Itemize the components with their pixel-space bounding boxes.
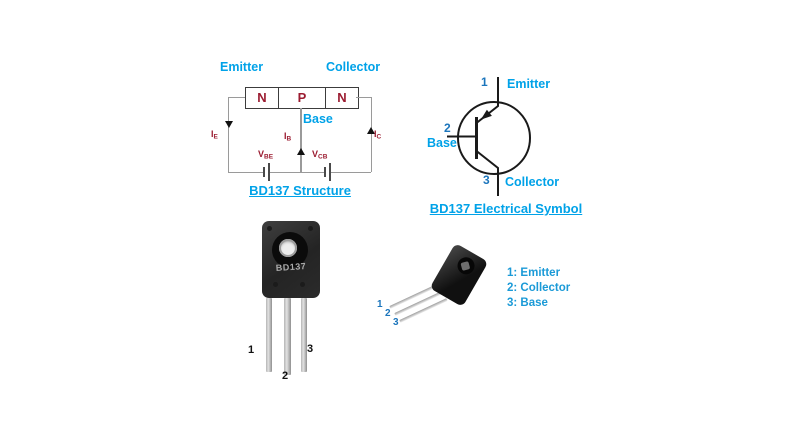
emitter-current-label: IE xyxy=(211,129,218,141)
render-pin1-label: 1 xyxy=(377,299,383,310)
symbol-pin2-name: Base xyxy=(427,136,457,150)
voltage-symbol: V xyxy=(312,149,319,159)
structure-base-label: Base xyxy=(303,112,333,126)
current-subscript: C xyxy=(376,133,382,141)
symbol-pin2-number: 2 xyxy=(444,121,451,135)
render-package-body xyxy=(429,242,489,308)
symbol-title: BD137 Electrical Symbol xyxy=(429,201,583,216)
symbol-pin3-name: Collector xyxy=(505,175,560,189)
mold-dot-icon xyxy=(267,226,272,231)
vbe-battery-icon xyxy=(268,163,270,181)
vbe-label: VBE xyxy=(258,149,273,161)
current-subscript: E xyxy=(213,133,218,141)
voltage-symbol: V xyxy=(258,149,265,159)
p-region-base: P xyxy=(277,87,327,109)
photo-leg-1 xyxy=(266,298,272,372)
bottom-wire-segment xyxy=(268,171,324,173)
structure-emitter-label: Emitter xyxy=(220,60,264,74)
current-symbol: I xyxy=(211,129,214,139)
current-subscript: B xyxy=(286,135,292,143)
transistor-symbol-icon xyxy=(447,77,531,196)
collector-wire-horizontal xyxy=(356,96,371,98)
photo-leg-3 xyxy=(301,298,307,372)
collector-current-arrow-icon xyxy=(367,127,375,134)
emitter-wire-horizontal xyxy=(228,96,245,98)
symbol-pin1-number: 1 xyxy=(481,75,488,89)
bottom-wire-segment xyxy=(228,171,263,173)
mold-dot-icon xyxy=(308,226,313,231)
n-region-collector: N xyxy=(325,87,359,109)
render-pin3-label: 3 xyxy=(393,317,399,328)
photo-pin1-label: 1 xyxy=(248,344,255,356)
collector-wire-vertical xyxy=(370,97,372,172)
mold-dot-icon xyxy=(300,282,305,287)
n-region-emitter: N xyxy=(245,87,279,109)
electrical-symbol-diagram: 1 Emitter 2 Base 3 Collector BD137 Elect… xyxy=(425,70,590,220)
symbol-pin1-name: Emitter xyxy=(507,77,551,91)
bottom-wire-segment xyxy=(329,171,371,173)
render-pin2-label: 2 xyxy=(385,308,391,319)
package-photo: BD137 1 2 3 xyxy=(245,218,330,390)
vcb-label: VCB xyxy=(312,149,327,161)
current-symbol: I xyxy=(284,131,287,141)
structure-diagram: Emitter Collector N P N Base IE IB IC VB… xyxy=(200,55,405,207)
base-current-arrow-icon xyxy=(296,148,305,155)
voltage-subscript: CB xyxy=(318,153,328,161)
base-wire-vertical xyxy=(300,108,302,172)
legend-item-3: 3: Base xyxy=(507,297,548,309)
mounting-hole xyxy=(279,239,297,257)
package-render: 1 2 3 xyxy=(370,242,495,340)
emitter-wire-vertical xyxy=(227,97,229,172)
vbe-battery-icon xyxy=(263,167,265,177)
mold-dot-icon xyxy=(273,282,278,287)
npn-region-row: N P N xyxy=(245,87,359,109)
vcb-battery-icon xyxy=(324,167,326,177)
photo-pin3-label: 3 xyxy=(307,343,314,355)
vcb-battery-icon xyxy=(329,163,331,181)
collector-current-label: IC xyxy=(374,129,381,141)
current-symbol: I xyxy=(374,129,377,139)
legend-item-2: 2: Collector xyxy=(507,282,571,294)
emitter-current-arrow-icon xyxy=(224,121,233,128)
legend-item-1: 1: Emitter xyxy=(507,267,561,279)
structure-collector-label: Collector xyxy=(326,60,381,74)
base-current-label: IB xyxy=(284,131,291,143)
photo-pin2-label: 2 xyxy=(282,370,289,382)
symbol-pin3-number: 3 xyxy=(483,173,490,187)
photo-leg-2 xyxy=(284,298,291,375)
voltage-subscript: BE xyxy=(264,153,274,161)
structure-title: BD137 Structure xyxy=(249,183,351,198)
